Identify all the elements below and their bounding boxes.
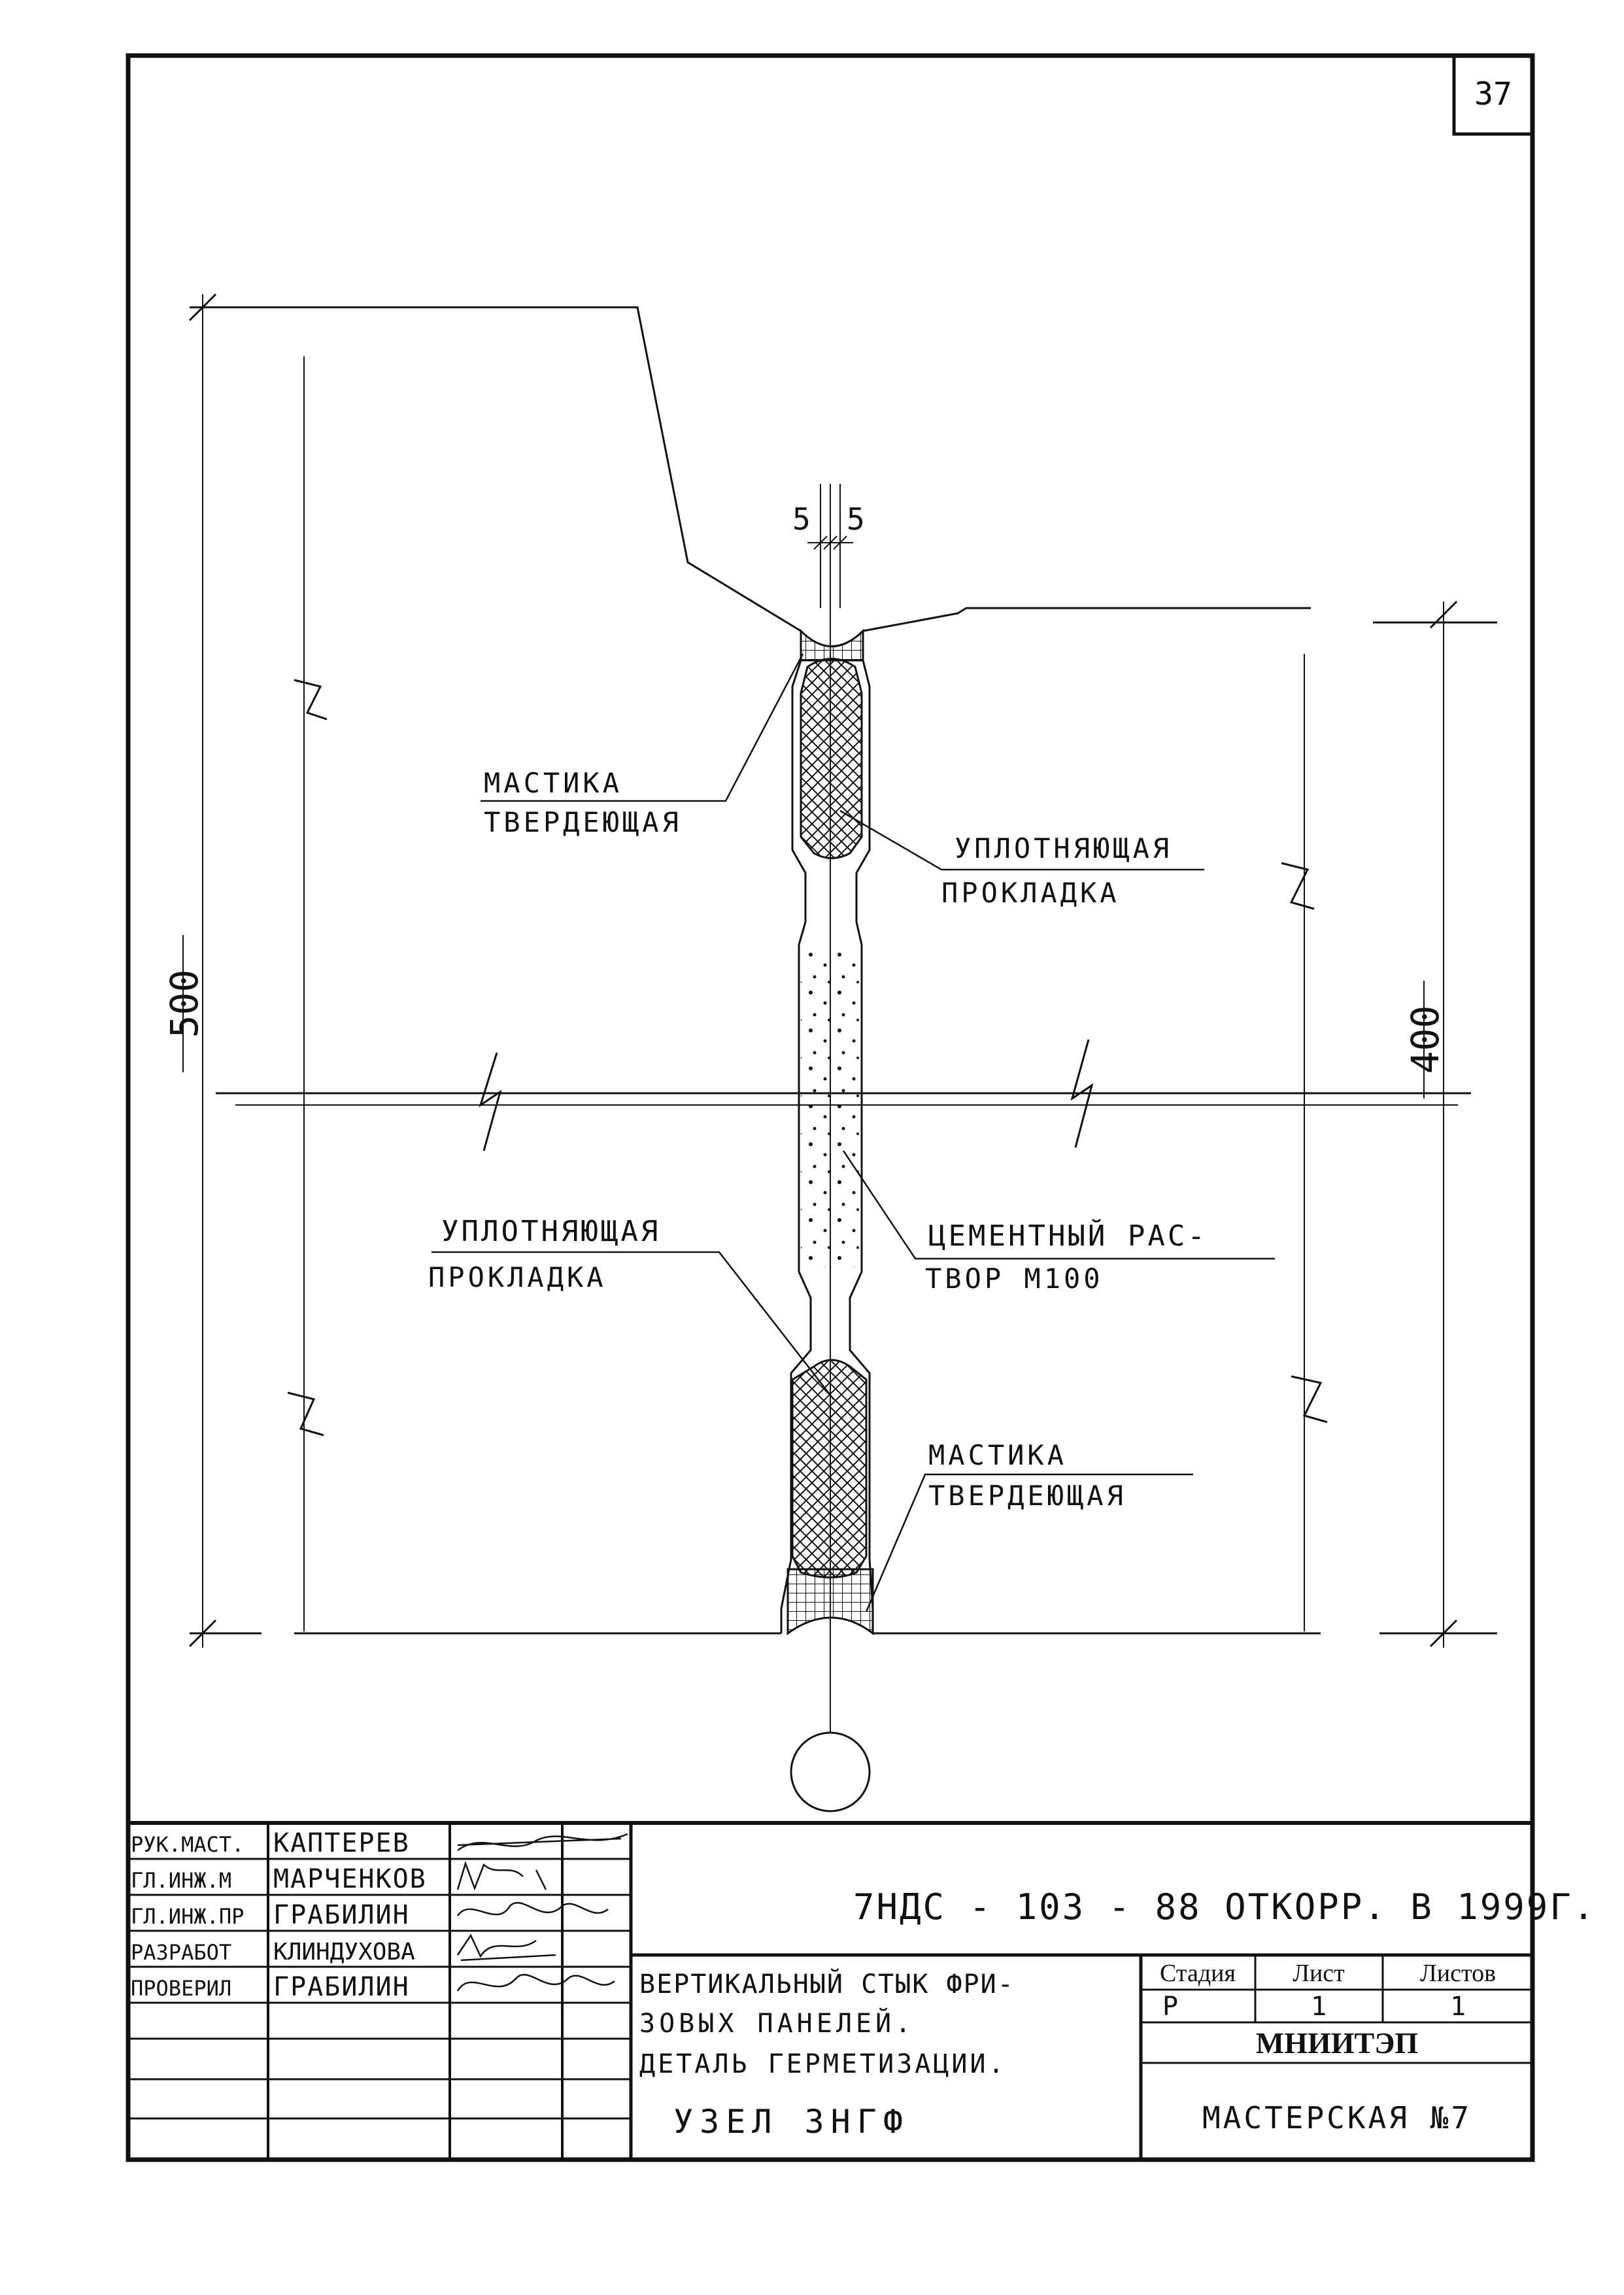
signature-4	[456, 1933, 556, 1962]
leader-gasket-top	[839, 809, 1204, 871]
title-block-texts: РУК.МАСТ. КАПТЕРЕВ ГЛ.ИНЖ.М МАРЧЕНКОВ ГЛ…	[131, 1828, 1596, 2141]
joint-wall-right	[849, 631, 874, 1633]
role-5: ПРОВЕРИЛ	[131, 1976, 231, 2001]
signature-3	[456, 1901, 609, 1916]
cement-mortar	[801, 947, 860, 1267]
leader-mortar	[842, 1150, 1275, 1260]
name-3: ГРАБИЛИН	[273, 1900, 410, 1930]
break-mark-right-upper	[1281, 862, 1315, 910]
name-5: ГРАБИЛИН	[273, 1972, 410, 2002]
signature-2	[456, 1861, 547, 1891]
title-line-2: ЗОВЫХ ПАНЕЛЕЙ.	[639, 2007, 915, 2039]
left-panel-outline	[203, 306, 802, 632]
name-1: КАПТЕРЕВ	[273, 1828, 410, 1858]
role-4: РАЗРАБОТ	[131, 1940, 231, 1965]
right-panel-outline	[862, 607, 1311, 632]
mastic-bottom	[787, 1568, 874, 1636]
role-2: ГЛ.ИНЖ.М	[131, 1868, 231, 1893]
sheet-value: 1	[1311, 1992, 1327, 2022]
label-gasket-top-1: УПЛОТНЯЮЩАЯ	[955, 832, 1172, 864]
sheet-number-box: 37	[1452, 56, 1532, 136]
sheets-value: 1	[1450, 1992, 1466, 2022]
name-4: КЛИНДУХОВА	[273, 1939, 415, 1965]
role-1: РУК.МАСТ.	[131, 1832, 244, 1857]
label-mastic-bottom-2: ТВЕРДЕЮЩАЯ	[928, 1480, 1126, 1512]
signature-1	[457, 1833, 628, 1852]
workshop: МАСТЕРСКАЯ №7	[1202, 2100, 1472, 2135]
label-mortar-1: ЦЕМЕНТНЫЙ РАС-	[928, 1218, 1208, 1253]
stage-value: Р	[1162, 1992, 1178, 2022]
leader-mastic-top	[481, 653, 804, 802]
node-label: УЗЕЛ ЗНГФ	[673, 2103, 909, 2141]
label-gasket-bottom-2: ПРОКЛАДКА	[428, 1261, 607, 1293]
label-mastic-top-1: МАСТИКА	[484, 767, 622, 799]
title-block	[128, 1821, 1532, 2160]
break-mark-left	[479, 1052, 502, 1151]
drawing-code: 7НДС - 103 - 88 ОТКОРР. В 1999Г.	[853, 1886, 1596, 1928]
label-gasket-bottom-1: УПЛОТНЯЮЩАЯ	[441, 1215, 660, 1248]
dim-gap-right: 5	[847, 502, 865, 537]
joint-drawing	[188, 293, 1497, 1812]
label-mastic-bottom-1: МАСТИКА	[928, 1439, 1067, 1471]
drawing-labels: МАСТИКА ТВЕРДЕЮЩАЯ УПЛОТНЯЮЩАЯ ПРОКЛАДКА…	[162, 502, 1447, 1512]
label-gasket-top-2: ПРОКЛАДКА	[941, 877, 1120, 909]
joint-wall-left	[780, 631, 812, 1633]
sheet-number: 37	[1474, 76, 1512, 112]
dim-height-right: 400	[1403, 1006, 1447, 1074]
sheet-frame	[126, 53, 1535, 2162]
dim-height-left: 500	[162, 970, 207, 1038]
label-mortar-2: ТВОР М100	[925, 1263, 1104, 1295]
stage-header: Стадия	[1160, 1960, 1236, 1987]
sheets-header: Листов	[1420, 1960, 1496, 1987]
mastic-top	[800, 628, 864, 662]
break-mark-left-lower	[287, 1391, 324, 1436]
title-line-1: ВЕРТИКАЛЬНЫЙ СТЫК ФРИ-	[639, 1968, 1015, 1999]
leader-gasket-bottom	[431, 1251, 834, 1400]
break-mark-right-lower	[1291, 1375, 1328, 1423]
label-mastic-top-2: ТВЕРДЕЮЩАЯ	[484, 806, 682, 838]
gasket-top	[800, 658, 863, 859]
axis-marker-circle	[790, 1731, 871, 1812]
role-3: ГЛ.ИНЖ.ПР	[131, 1904, 244, 1929]
break-mark-left-upper	[294, 679, 328, 721]
title-line-3: ДЕТАЛЬ ГЕРМЕТИЗАЦИИ.	[639, 2049, 1007, 2079]
organization: МНИИТЭП	[1256, 2026, 1418, 2060]
sheet-header: Лист	[1293, 1960, 1345, 1987]
signature-5	[456, 1973, 615, 1992]
name-2: МАРЧЕНКОВ	[273, 1864, 427, 1894]
break-mark-right	[1070, 1039, 1094, 1148]
leader-mastic-bottom	[865, 1473, 1193, 1612]
dim-gap-left: 5	[792, 502, 811, 537]
